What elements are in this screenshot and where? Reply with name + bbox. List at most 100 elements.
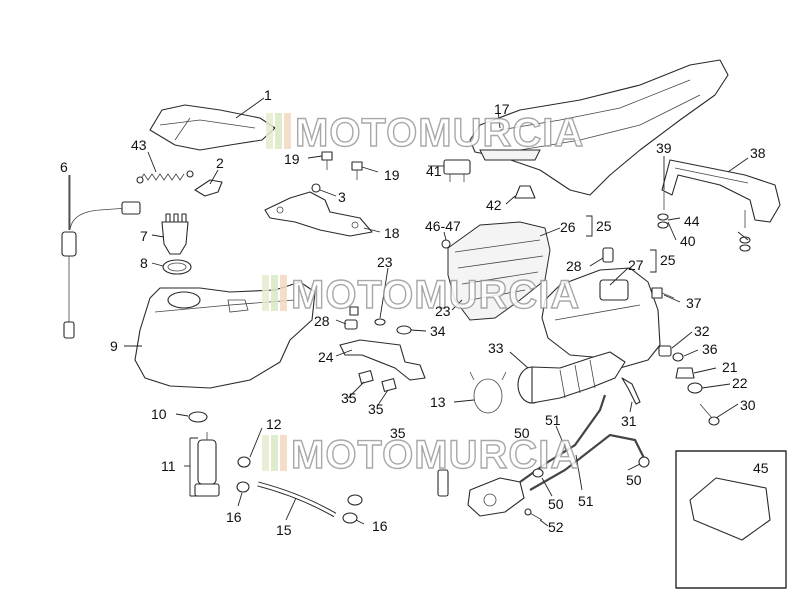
callout-19-right: 19 xyxy=(384,167,400,183)
callout-10: 10 xyxy=(151,406,167,422)
part-50-clamp xyxy=(347,494,363,506)
callout-35-hidden: 35 xyxy=(390,425,406,441)
part-10-clamp xyxy=(188,411,208,423)
callout-18: 18 xyxy=(384,225,400,241)
callout-12: 12 xyxy=(266,416,282,432)
callout-51-left: 51 xyxy=(545,412,561,428)
callout-41: 41 xyxy=(426,163,442,179)
part-8-oring xyxy=(162,259,192,275)
callout-2: 2 xyxy=(216,155,224,171)
callout-15: 15 xyxy=(276,522,292,538)
callout-13: 13 xyxy=(430,394,446,410)
watermark-text-top: MOTOMURCIA xyxy=(295,111,584,155)
part-43-spring xyxy=(136,170,194,184)
part-32-nut xyxy=(658,345,672,357)
callout-38: 38 xyxy=(750,145,766,161)
callout-26: 26 xyxy=(560,219,576,235)
part-40-44-washers xyxy=(657,213,751,252)
part-50-bracket xyxy=(437,469,449,497)
part-16-clamp-left xyxy=(236,481,250,493)
watermark: MOTOMURCIA MOTOMURCIA MOTOMURCIA xyxy=(262,110,584,478)
callout-17: 17 xyxy=(494,101,510,117)
callout-23-bottom: 23 xyxy=(435,303,451,319)
part-24-bracket xyxy=(339,339,426,381)
part-2-bracket xyxy=(194,179,223,197)
part-21-grommet xyxy=(675,367,695,379)
part-35-clip-left xyxy=(358,370,374,384)
callout-46-47: 46-47 xyxy=(425,218,461,234)
part-12-clamp xyxy=(237,456,251,468)
part-18-bracket xyxy=(264,191,373,237)
callout-43: 43 xyxy=(131,137,147,153)
callout-51-right: 51 xyxy=(578,493,594,509)
callouts: 1 2 3 6 7 8 9 10 11 12 13 15 16 16 17 18… xyxy=(60,87,769,538)
watermark-text-middle: MOTOMURCIA xyxy=(291,273,580,317)
part-35-clip-right xyxy=(381,378,397,392)
part-26-air-filter xyxy=(447,221,551,321)
part-34-washer xyxy=(396,325,412,335)
callout-16-right: 16 xyxy=(372,518,388,534)
callout-21: 21 xyxy=(722,359,738,375)
part-9-fuel-tank xyxy=(134,281,316,389)
callout-24: 24 xyxy=(318,349,334,365)
part-6-sensor xyxy=(61,175,141,339)
part-3-nut xyxy=(311,183,321,193)
part-51-pipe-right xyxy=(529,433,645,491)
part-1-tank-cover xyxy=(149,104,276,151)
part-13-clamp xyxy=(469,371,507,414)
callout-25-top: 25 xyxy=(596,218,612,234)
callout-23-top: 23 xyxy=(377,254,393,270)
callout-39: 39 xyxy=(656,140,672,156)
callout-11: 11 xyxy=(161,458,176,474)
callout-44: 44 xyxy=(684,213,700,229)
callout-35-left: 35 xyxy=(341,390,357,406)
part-45-inset xyxy=(675,450,787,589)
callout-33: 33 xyxy=(488,340,504,356)
part-11-pump-body xyxy=(194,432,220,497)
callout-40: 40 xyxy=(680,233,696,249)
part-7-pump xyxy=(161,213,189,255)
callout-1: 1 xyxy=(264,87,272,103)
watermark-text-bottom: MOTOMURCIA xyxy=(291,433,580,477)
callout-34: 34 xyxy=(430,323,446,339)
part-22-washer xyxy=(687,382,703,394)
callout-25-bottom: 25 xyxy=(660,252,676,268)
part-30-screw xyxy=(699,403,720,426)
part-41-rubber xyxy=(443,159,471,182)
part-52-screw xyxy=(524,508,543,521)
callout-52: 52 xyxy=(548,519,564,535)
callout-36: 36 xyxy=(702,341,718,357)
watermark-middle: MOTOMURCIA xyxy=(262,272,580,318)
callout-50-right: 50 xyxy=(626,472,642,488)
callout-28-right: 28 xyxy=(566,258,582,274)
callout-45: 45 xyxy=(753,460,769,476)
part-42-damper xyxy=(514,185,536,199)
callout-31: 31 xyxy=(621,413,637,429)
callout-8: 8 xyxy=(140,255,148,271)
part-37-screw xyxy=(651,287,675,299)
part-27-airbox xyxy=(541,267,661,369)
callout-30: 30 xyxy=(740,397,756,413)
part-17-seat xyxy=(469,59,729,196)
callout-32: 32 xyxy=(694,323,710,339)
part-36-washer xyxy=(672,352,684,362)
callout-50-top: 50 xyxy=(514,425,530,441)
callout-28-left: 28 xyxy=(314,313,330,329)
callout-42: 42 xyxy=(486,197,502,213)
callout-35-right: 35 xyxy=(368,401,384,417)
callout-22: 22 xyxy=(732,375,748,391)
part-16-clamp-right xyxy=(342,512,358,524)
leader-lines xyxy=(68,97,749,527)
watermark-bottom: MOTOMURCIA xyxy=(262,432,580,478)
callout-50-mid: 50 xyxy=(548,496,564,512)
part-31-bolt xyxy=(621,377,641,405)
callout-37: 37 xyxy=(686,295,702,311)
watermark-top: MOTOMURCIA xyxy=(266,110,584,156)
callout-7: 7 xyxy=(140,228,148,244)
callout-6: 6 xyxy=(60,159,68,175)
part-46-47-screw xyxy=(441,239,451,249)
callout-19-left: 19 xyxy=(284,151,300,167)
part-19-screws xyxy=(321,151,363,180)
part-28-connector xyxy=(602,247,614,263)
